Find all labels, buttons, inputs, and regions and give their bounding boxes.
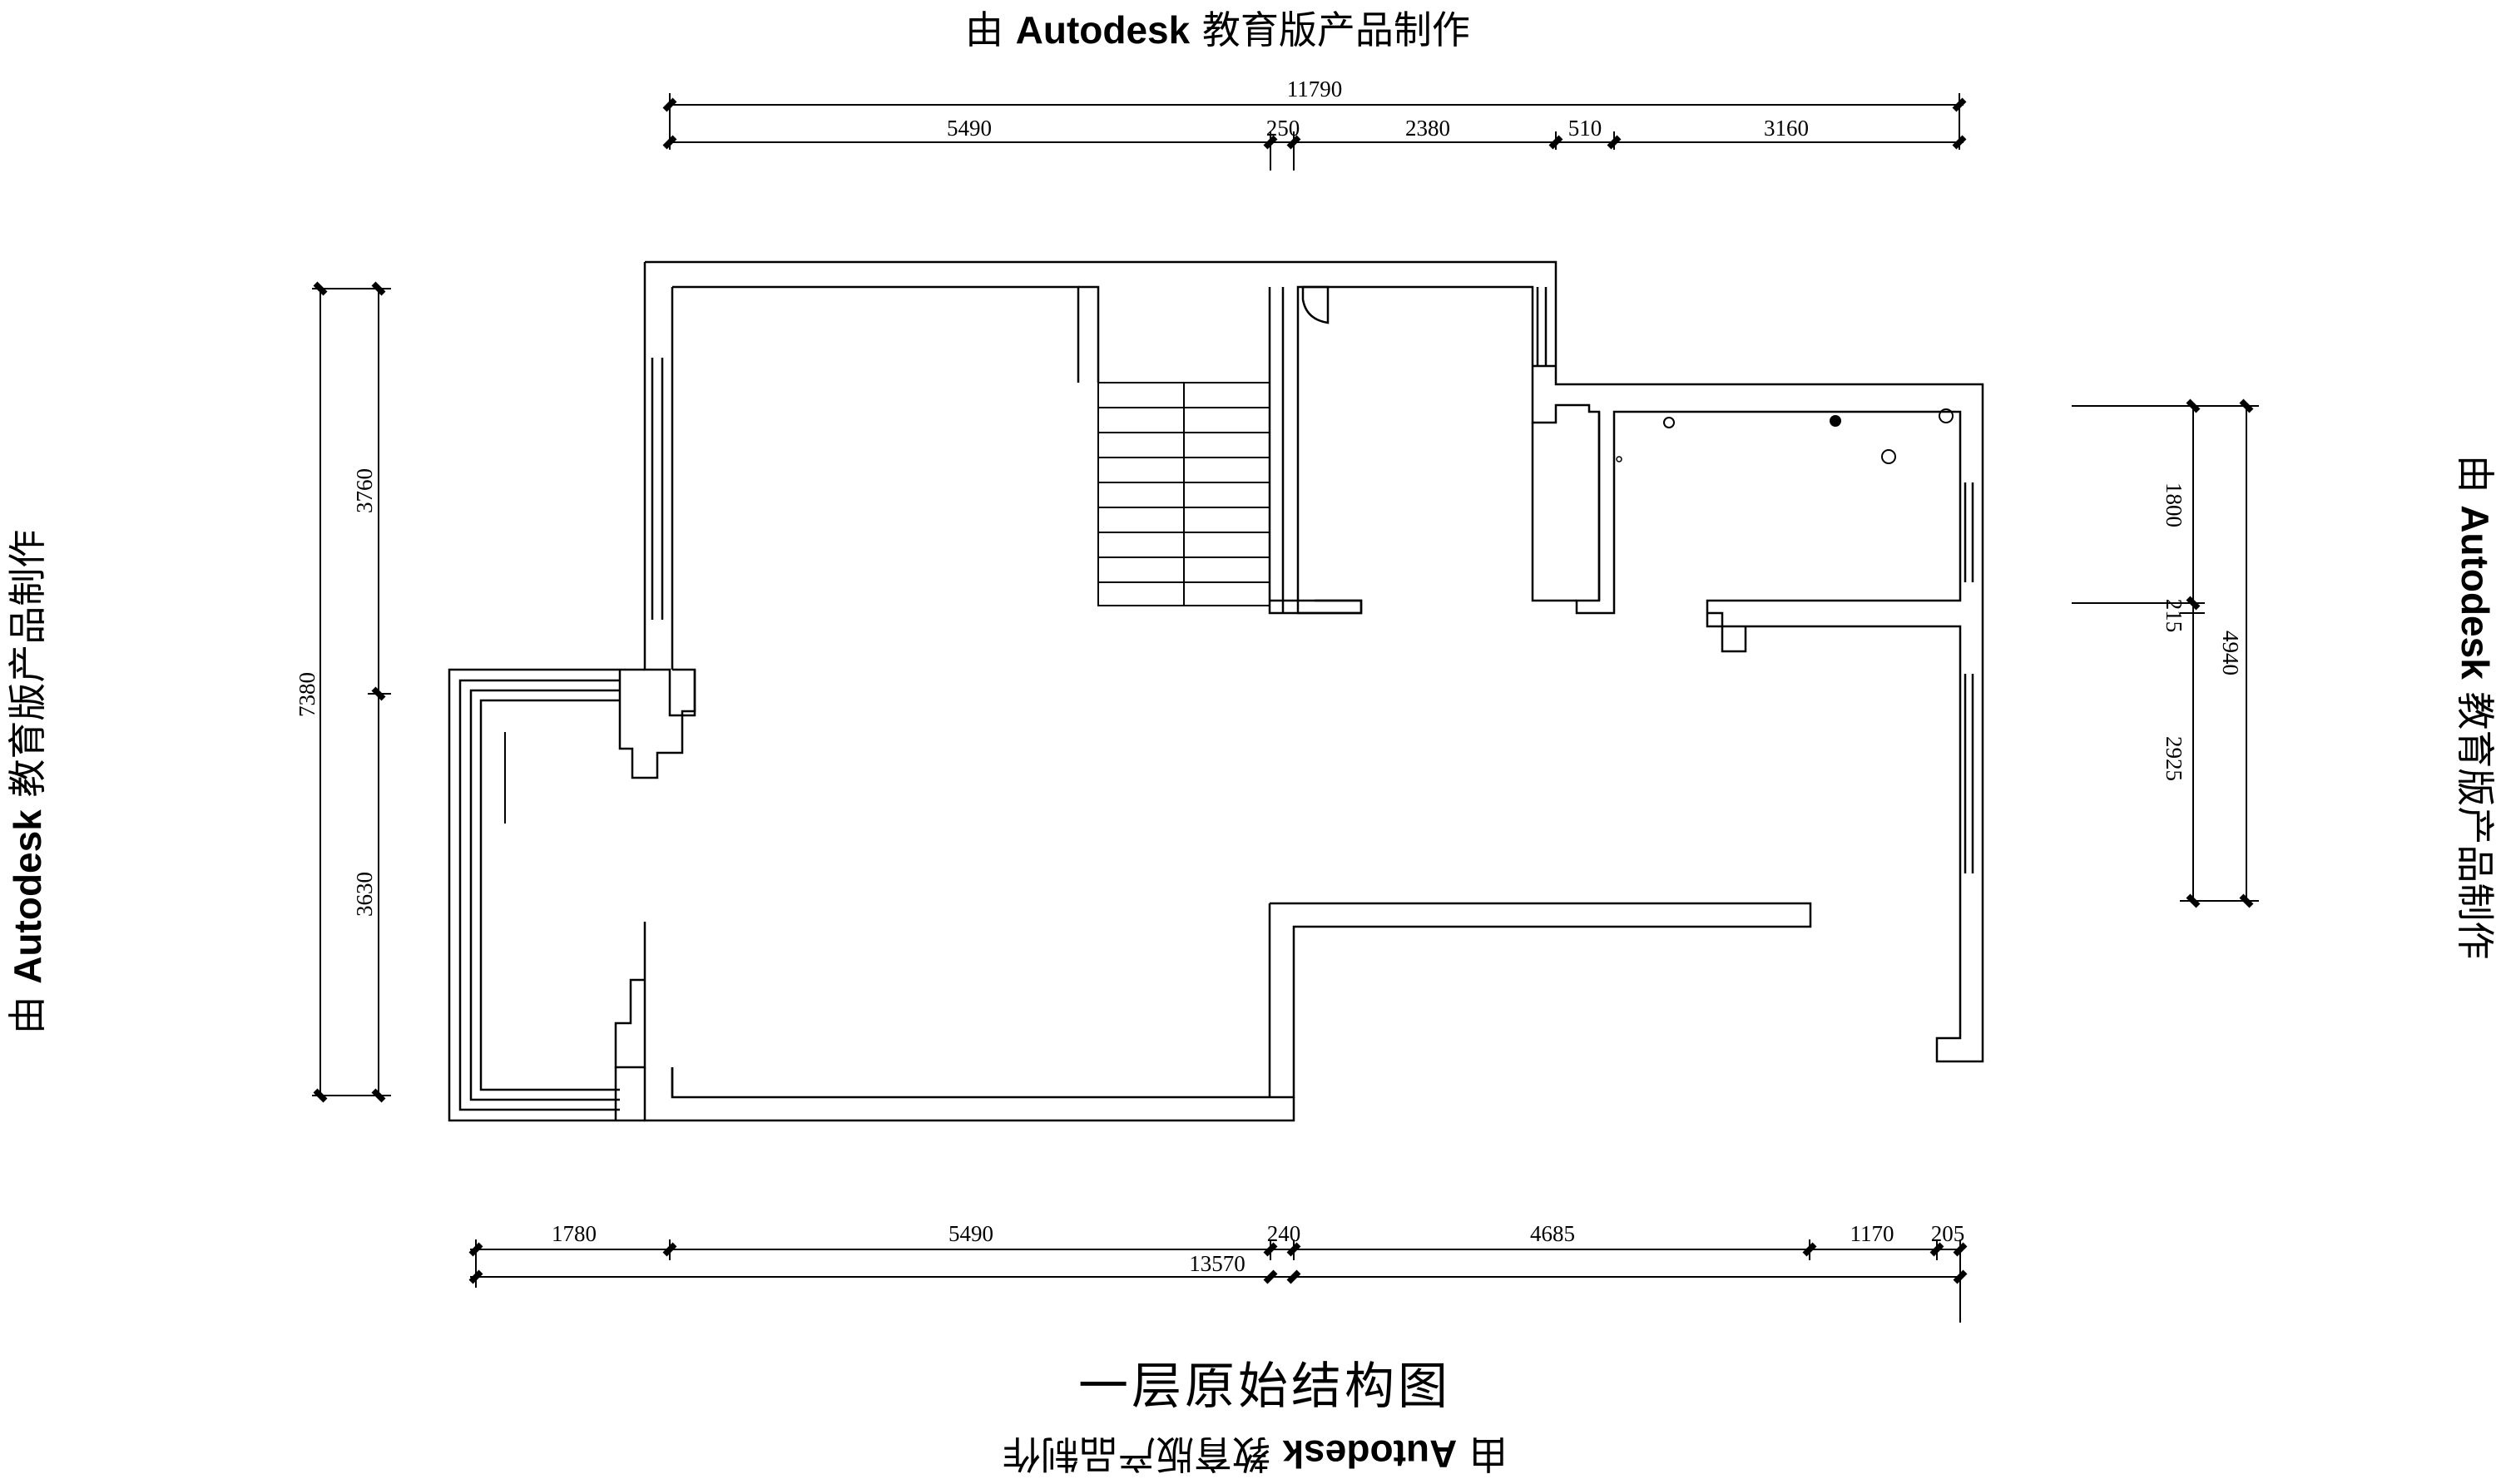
dim-bottom-5: 1170 bbox=[1850, 1221, 1894, 1246]
dim-right-1: 1800 bbox=[2162, 482, 2186, 527]
staircase bbox=[1097, 382, 1270, 606]
dim-bottom-2: 5490 bbox=[948, 1221, 993, 1246]
dimension-texts: 11790 5490 250 2380 510 3160 1780 5490 2… bbox=[295, 77, 2243, 1276]
dim-top-3: 2380 bbox=[1405, 116, 1450, 141]
dim-top-5: 3160 bbox=[1764, 116, 1809, 141]
dim-right-total: 4940 bbox=[2218, 631, 2243, 675]
dim-left-1: 3760 bbox=[352, 468, 377, 513]
dim-bottom-total: 13570 bbox=[1189, 1251, 1246, 1276]
dim-right-2: 215 bbox=[2162, 599, 2186, 633]
dim-left-2: 3630 bbox=[352, 872, 377, 917]
dim-bottom-4: 4685 bbox=[1530, 1221, 1575, 1246]
dim-top-total: 11790 bbox=[1287, 77, 1343, 101]
dim-bottom-3: 240 bbox=[1267, 1221, 1301, 1246]
dimension-lines bbox=[312, 93, 2259, 1323]
dim-bottom-6: 205 bbox=[1931, 1221, 1965, 1246]
dim-left-total: 7380 bbox=[295, 672, 319, 717]
walls bbox=[448, 260, 1984, 1122]
dim-top-1: 5490 bbox=[947, 116, 992, 141]
watermark-top: 由 Autodesk 教育版产品制作 bbox=[965, 7, 1470, 52]
fixtures bbox=[1616, 408, 1954, 464]
dim-top-4: 510 bbox=[1568, 116, 1602, 141]
drawing-title: 一层原始结构图 bbox=[1078, 1358, 1451, 1416]
dim-bottom-1: 1780 bbox=[552, 1221, 597, 1246]
dim-right-3: 2925 bbox=[2162, 736, 2186, 781]
dim-top-2: 250 bbox=[1266, 116, 1300, 141]
dimension-ticks bbox=[313, 97, 2254, 1284]
